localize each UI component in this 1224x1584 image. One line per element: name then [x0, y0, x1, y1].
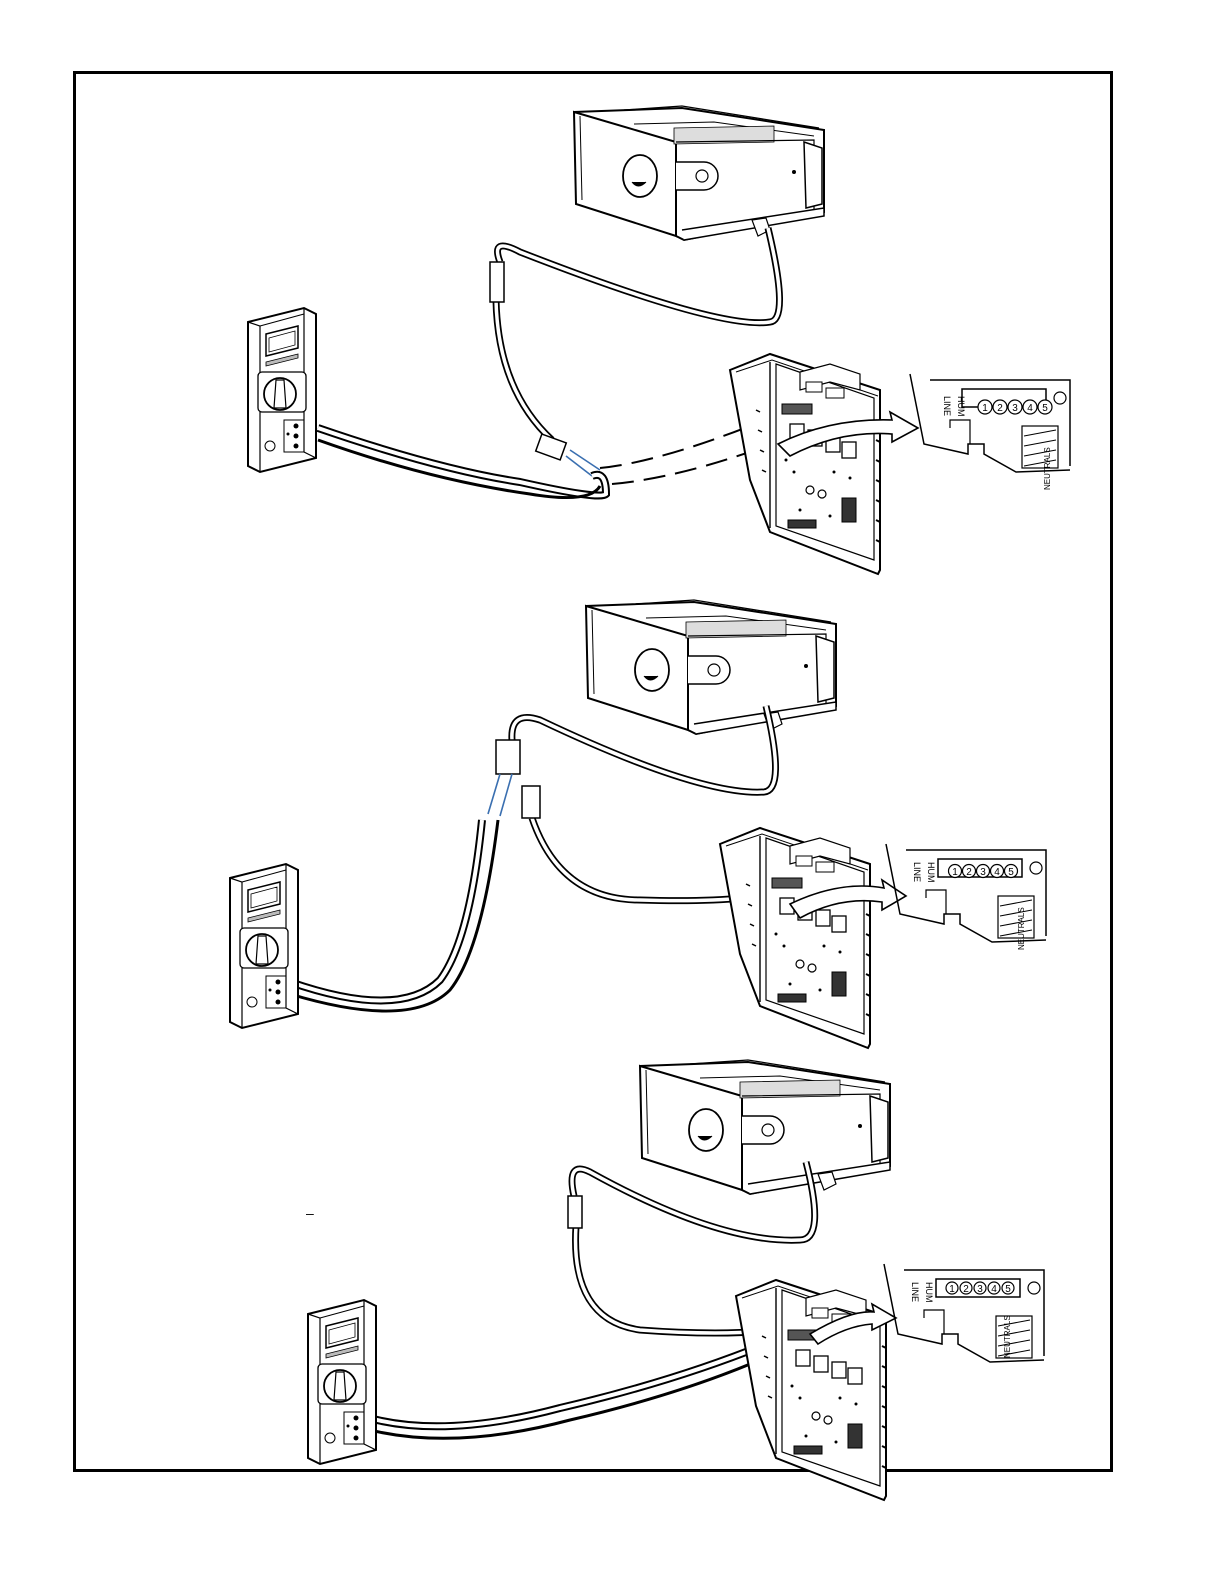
stray-dash-mark: – — [306, 1205, 314, 1221]
panel-1-terminal-5: 5 — [1042, 403, 1048, 414]
panel-1-probe-leads — [318, 428, 606, 498]
panel-2-multimeter — [230, 864, 298, 1028]
panel-3-multimeter — [308, 1300, 376, 1464]
panel-1-multimeter — [248, 308, 316, 472]
panel-3-probe-leads — [362, 1340, 778, 1438]
panel-2-line-label: LINE — [912, 862, 922, 882]
panel-3-humidifier — [640, 1060, 890, 1194]
panel-3-terminal-3: 3 — [977, 1284, 983, 1295]
panel-3-terminal-4: 4 — [991, 1284, 997, 1295]
panel-3-terminal-2: 2 — [963, 1284, 969, 1295]
panel-3-terminal-row: 1 2 3 4 5 — [946, 1282, 1014, 1295]
panel-1-terminal-inset: LINE HUM 1 2 3 4 5 NEUTRALS — [910, 374, 1070, 490]
panel-1-terminal-4: 4 — [1027, 403, 1033, 414]
panel-1-terminal-row: 1 2 3 4 5 — [978, 400, 1052, 414]
panel-2-terminal-1: 1 — [952, 867, 958, 878]
panel-3-terminal-5: 5 — [1005, 1284, 1011, 1295]
panel-2-hum-label: HUM — [926, 862, 936, 883]
panel-1-harness — [490, 228, 780, 476]
panel-1-hum-label: HUM — [956, 396, 966, 417]
panel-2-terminal-3: 3 — [980, 867, 986, 878]
panel-1-terminal-2: 2 — [997, 403, 1003, 414]
panel-1-terminal-3: 3 — [1012, 403, 1018, 414]
panel-2-terminal-row: 1 2 3 4 5 — [949, 865, 1018, 879]
panel-2-terminal-5: 5 — [1008, 867, 1014, 878]
panel-2-control-board — [720, 828, 870, 1048]
panel-3-neutrals-label: NEUTRALS — [1003, 1315, 1012, 1358]
panel-2-terminal-2: 2 — [966, 867, 972, 878]
panel-2-terminal-4: 4 — [994, 867, 1000, 878]
panel-2-humidifier — [586, 600, 836, 734]
panel-3-terminal-1: 1 — [949, 1284, 955, 1295]
panel-3-hum-label: HUM — [924, 1282, 934, 1303]
panel-1-humidifier — [574, 106, 824, 240]
panel-1-terminal-1: 1 — [982, 403, 988, 414]
panel-2-neutrals-label: NEUTRALS — [1017, 907, 1026, 950]
panel-3-terminal-inset: LINE HUM 1 2 3 4 5 NEUTRALS — [884, 1264, 1044, 1362]
panel-2-terminal-inset: LINE HUM 1 2 3 4 5 NEUTRALS — [886, 844, 1046, 950]
panel-1-line-label: LINE — [942, 396, 952, 416]
panel-1-neutrals-label: NEUTRALS — [1043, 447, 1052, 490]
panel-2-probe-leads — [290, 820, 498, 1011]
panel-3-line-label: LINE — [910, 1282, 920, 1302]
panel-1-control-board — [730, 354, 880, 574]
